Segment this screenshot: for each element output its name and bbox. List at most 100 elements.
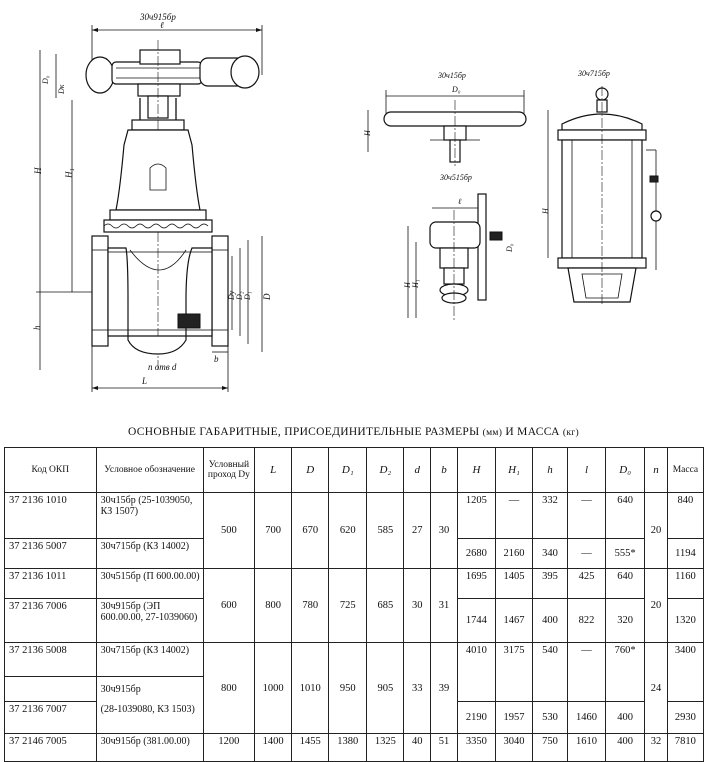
dim-D2-label: D₂ <box>235 291 244 301</box>
cell-L: 1000 <box>254 642 293 734</box>
header-D0: D₀ <box>605 447 646 493</box>
cell-D: 1455 <box>291 733 330 762</box>
dim-D-label: D <box>262 293 272 301</box>
table-row: 37 2136 1011 30ч515бр (П 600.00.00) 600 … <box>4 568 705 643</box>
cell-n: 20 <box>644 492 668 569</box>
dim-Dy-label: Dу <box>227 290 236 301</box>
dim-L-label: L <box>141 376 147 386</box>
dim-D0-label: D₀ <box>41 75 50 85</box>
cell-l: — <box>567 538 607 569</box>
cell-d: 33 <box>403 642 432 734</box>
cell-H: 4010 <box>456 642 496 702</box>
cell-code: 37 2136 5007 <box>4 538 97 569</box>
cell-D0: 400 <box>605 701 646 734</box>
cell-code: 37 2146 7005 <box>4 733 97 762</box>
cell-n: 20 <box>644 568 668 643</box>
cell-h: 340 <box>532 538 569 569</box>
cell-L: 800 <box>254 568 293 643</box>
main-valve-drawing: 30ч915бр ℓ D₀ Dк <box>32 12 272 392</box>
table-row: 30ч915бр <box>4 676 704 702</box>
cell-D1: 620 <box>328 492 368 569</box>
cell-D0: 640 <box>605 568 646 599</box>
cell-h: 400 <box>532 598 569 643</box>
header-d: d <box>403 447 432 493</box>
header-mass: Масса <box>666 447 705 493</box>
table-row: 37 2136 5007 30ч715бр (КЗ 14002) 2680 21… <box>4 538 705 569</box>
dim-holes-label: n отв d <box>148 362 177 372</box>
cell-b: 30 <box>430 492 458 569</box>
cell-D1: 1380 <box>328 733 368 762</box>
cell-d: 27 <box>403 492 432 569</box>
header-designation: Условное обозначение <box>95 447 204 493</box>
cell-L: 1400 <box>254 733 293 762</box>
cell-l: 1610 <box>567 733 607 762</box>
cell-l: — <box>567 642 607 702</box>
table-title-units-mm: (мм) <box>482 428 503 438</box>
cell-H1: 3040 <box>494 733 534 762</box>
cell-D0: 320 <box>605 598 646 643</box>
table-row: 37 2146 7005 30ч915бр (381.00.00) 1200 1… <box>4 733 705 762</box>
header-H: H <box>456 447 496 493</box>
cell-D2: 905 <box>366 642 405 734</box>
cell-D: 1010 <box>291 642 330 734</box>
table-title: ОСНОВНЫЕ ГАБАРИТНЫЕ, ПРИСОЕДИНИТЕЛЬНЫЕ Р… <box>0 426 707 438</box>
motor-valve-model-label: 30ч715бр <box>577 69 610 78</box>
cell-D2: 1325 <box>366 733 405 762</box>
cell-designation: 30ч915бр <box>95 676 204 702</box>
dim-Dk-label: Dк <box>57 84 66 95</box>
cell-D0: 400 <box>605 733 646 762</box>
cell-code: 37 2136 1011 <box>4 568 97 599</box>
cell-H1: — <box>494 492 534 539</box>
cell-h: 332 <box>532 492 569 539</box>
cell-mass: 840 <box>666 492 705 539</box>
cell-dn: 600 <box>202 568 256 643</box>
cell-D2: 585 <box>366 492 405 569</box>
header-D: D <box>291 447 330 493</box>
table-row: 37 2136 7006 30ч915бр (ЭП 600.00.00, 27-… <box>4 598 705 643</box>
cell-n: 24 <box>644 642 668 734</box>
cell-designation: 30ч515бр (П 600.00.00) <box>95 568 204 599</box>
dim-H-label: H <box>33 167 43 175</box>
dim-H1-label: H₁ <box>64 168 74 179</box>
small-valve-D0-label: D₀ <box>505 243 514 253</box>
small-valve-H-label: H <box>403 281 412 289</box>
header-code: Код ОКП <box>4 447 97 493</box>
header-D2: D₂ <box>366 447 405 493</box>
table-header-row: Код ОКП Условное обозначение Условный пр… <box>4 447 705 493</box>
cell-h: 395 <box>532 568 569 599</box>
small-valve-model-label: 30ч515бр <box>439 173 472 182</box>
cell-D2: 685 <box>366 568 405 643</box>
cell-H1: 3175 <box>494 642 534 702</box>
cell-H: 1695 <box>456 568 496 599</box>
motor-valve-H-label: H <box>541 207 550 215</box>
header-b: b <box>430 447 458 493</box>
cell-H1: 2160 <box>494 538 534 569</box>
cell-designation: 30ч715бр (КЗ 14002) <box>95 538 204 569</box>
cell-H: 1744 <box>456 598 496 643</box>
cell-mass: 1160 <box>666 568 705 599</box>
header-h: h <box>532 447 569 493</box>
cell-H1: 1957 <box>494 701 534 734</box>
cell-H: 2680 <box>456 538 496 569</box>
handwheel-H-label: H <box>363 129 372 137</box>
cell-l: — <box>567 492 607 539</box>
handwheel-drawing: 30ч15бр D₀ H <box>363 71 527 166</box>
dim-b-label: b <box>214 354 219 364</box>
cell-code <box>4 676 97 702</box>
cell-mass: 2930 <box>666 701 705 734</box>
table-row: 37 2136 5008 30ч715бр (КЗ 14002) 800 100… <box>4 642 705 734</box>
cell-mass: 3400 <box>666 642 705 702</box>
cell-H: 1205 <box>456 492 496 539</box>
cell-designation: 30ч915бр (ЭП 600.00.00, 27-1039060) <box>95 598 204 643</box>
cell-dn: 500 <box>202 492 256 569</box>
cell-d: 40 <box>403 733 432 762</box>
cell-L: 700 <box>254 492 293 569</box>
dim-l-label: ℓ <box>160 20 164 30</box>
cell-n: 32 <box>644 733 668 762</box>
header-dn: Условный проход Dу <box>202 447 256 493</box>
cell-d: 30 <box>403 568 432 643</box>
dim-D1-label: D₁ <box>243 291 252 301</box>
cell-h: 540 <box>532 642 569 702</box>
table-row: 37 2136 1010 30ч15бр (25-1039050, КЗ 150… <box>4 492 705 569</box>
header-D1: D₁ <box>328 447 368 493</box>
